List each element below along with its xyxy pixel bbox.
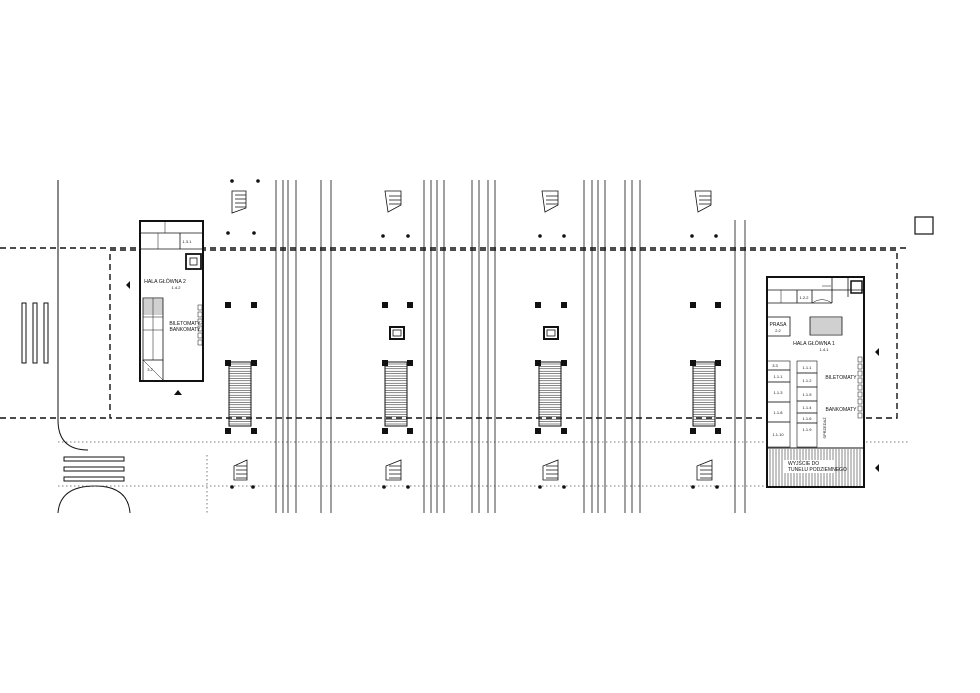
hall-left-atm-label: BANKOMATY [169,327,201,333]
hall-right-atm-label: BANKOMATY [825,407,857,413]
hall-right-exit-line2: TUNELU PODZIEMNEGO [788,467,847,473]
columns [225,302,721,434]
exit-label-backdrop [784,460,834,473]
hall-right-ticket-label: BILETOMATY [825,375,857,381]
hall-left-room-top: 1.3.1 [183,239,193,244]
crosswalk-horizontal [63,456,125,482]
dotted-lines [58,441,910,513]
shop-left-4: 1.1.8 [774,410,784,415]
shop-left-3: 1.1.3 [774,390,784,395]
railway-tracks [275,180,746,513]
lower-platform-stairs [233,459,713,481]
crosswalk-vertical [21,302,49,364]
hall-right-room-top: 1.2.2 [800,295,810,300]
hall-left-stair-hatch [143,299,163,315]
shop-right-1: 1.1.1 [803,365,813,370]
shop-right-6: 1.1.9 [803,427,813,432]
hall-left-title: HALA GŁÓWNA 2 [144,278,186,285]
hall-right-title: HALA GŁÓWNA 1 [793,340,835,347]
entrance-markers [126,281,879,472]
shop-left-1: 3.3 [772,363,778,368]
hall-left-ticket-label: BILETOMATY [169,321,201,327]
street-edge [57,180,131,514]
stair-hatch [229,363,715,425]
hall-right-info-label: SPRZEDAŻ [822,417,827,439]
shop-right-2: 1.1.2 [803,378,813,383]
hall-right-escalator-hatch [810,318,842,334]
lamp-posts [226,179,719,489]
shop-left-2: 1.1.1 [774,374,784,379]
hall-right-code: 1.4.1 [820,347,830,352]
shop-right-3: 1.1.5 [803,392,813,397]
hall-right-kiosk-label: PRASA [770,322,788,328]
platform-staircases [228,361,716,427]
hall-right-exit-line1: WYJŚCIE DO [788,459,819,467]
hall-left-room-bottom: 3.2 [147,367,153,372]
hall-left [139,220,204,382]
hall-left-code: 1.4.2 [172,285,182,290]
shop-left-5: 1.1.10 [772,432,784,437]
structure-box [914,216,934,235]
platform-elevators [389,326,559,340]
hall-right-kiosk-code: 2.2 [775,328,781,333]
shop-right-5: 1.1.6 [803,416,813,421]
shop-right-4: 1.1.4 [803,405,813,410]
upper-platform-stairs [231,190,712,214]
hall-right [766,276,865,488]
